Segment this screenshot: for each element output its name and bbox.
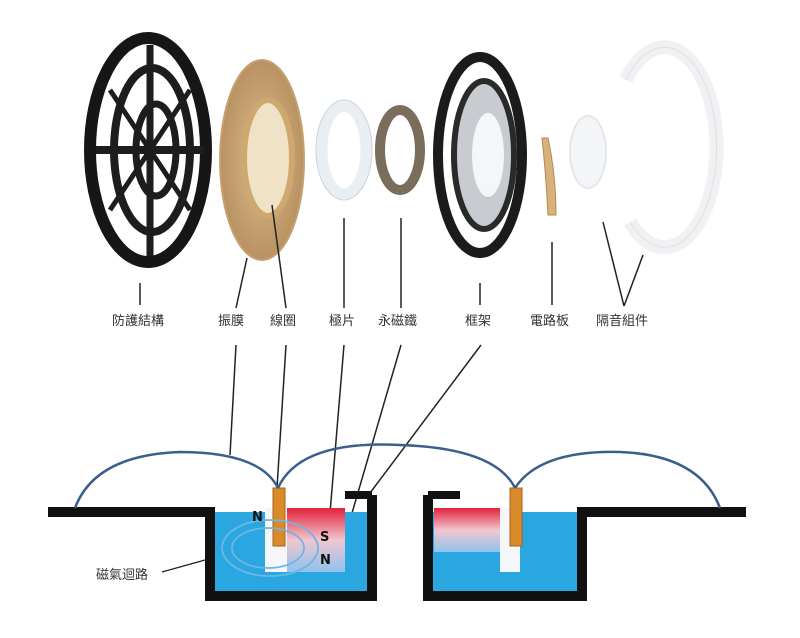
label-isolation: 隔音組件: [596, 314, 649, 329]
leader-lines-bottom: [229, 344, 482, 526]
diaphragm-part: [219, 59, 305, 261]
label-diaphragm: 振膜: [218, 314, 245, 329]
magnet-part: [375, 105, 425, 195]
leader-lines-top: [139, 204, 644, 309]
magnetic-leader: [161, 559, 206, 573]
label-pcb: 電路板: [530, 314, 570, 329]
magnetic-loop: [221, 519, 319, 577]
label-coil: 線圈: [270, 314, 297, 329]
pole-north-bottom-label: N: [320, 553, 331, 568]
label-pole: 極片: [329, 314, 356, 329]
coil-cross-right: [509, 487, 523, 547]
label-magnet: 永磁鐵: [378, 314, 418, 329]
coil-cross-left: [272, 487, 286, 547]
frame-part: [433, 52, 527, 258]
magnet-cross-right: [434, 508, 500, 552]
label-guard: 防護結構: [112, 314, 165, 329]
guard-part: [84, 32, 212, 268]
isolation-part: [569, 40, 724, 255]
pcb-part: [541, 137, 557, 216]
label-frame: 框架: [465, 314, 492, 329]
pole-south-label: S: [320, 530, 330, 545]
membrane-curve: [73, 443, 722, 509]
pole-part: [315, 99, 373, 201]
pole-north-label: N: [252, 510, 263, 525]
label-magnetic-path: 磁氣迴路: [96, 568, 149, 583]
